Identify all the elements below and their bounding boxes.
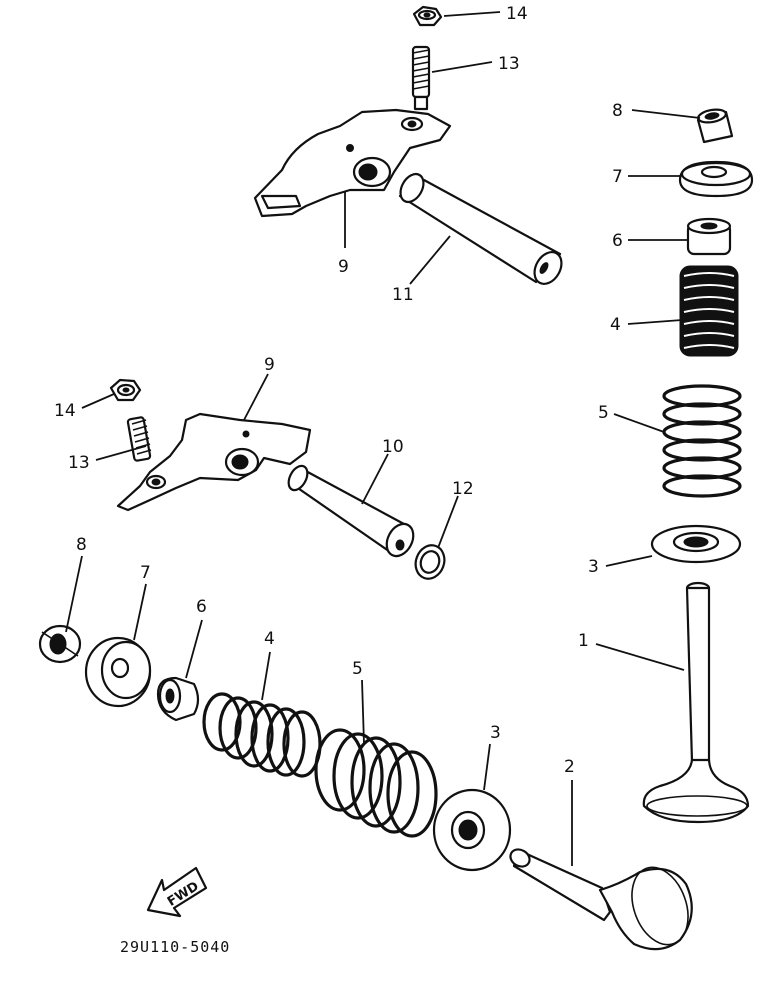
intake-valve-2 [509,848,693,951]
upper-rocker-arm-9 [253,108,452,218]
lower-spring-seat-3 [432,788,512,872]
upper-spring-seat-3 [650,524,742,564]
callout-4-lower: 4 [264,629,275,649]
callout-3-upper: 3 [588,557,599,577]
rocker-shaft-10 [287,464,415,558]
upper-valve-seal-6 [686,217,732,256]
callout-6-upper: 6 [612,231,623,251]
callout-7-lower: 7 [140,563,151,583]
callout-10: 10 [382,437,404,457]
callout-5-upper: 5 [598,403,609,423]
lower-outer-spring-5 [314,728,438,838]
callout-13-upper: 13 [498,54,520,74]
callout-5-lower: 5 [352,659,363,679]
lower-adjusting-screw-13 [126,416,152,462]
callout-11: 11 [392,285,414,305]
upper-locknut-14 [412,5,443,27]
callout-9-upper: 9 [338,257,349,277]
callout-8-lower: 8 [76,535,87,555]
lower-locknut-14 [109,378,142,402]
upper-outer-spring-5 [662,384,742,498]
callout-4-upper: 4 [610,315,621,335]
callout-12: 12 [452,479,474,499]
callout-7-upper: 7 [612,167,623,187]
upper-cotter-8 [696,108,734,144]
upper-retainer-7 [678,160,754,198]
lower-cotter-8 [38,624,82,664]
callout-13-lower: 13 [68,453,90,473]
callout-9-lower: 9 [264,355,275,375]
upper-adjusting-screw-13 [411,45,431,111]
diagram-code: 29U110-5040 [120,938,230,956]
callout-3-lower: 3 [490,723,501,743]
exhaust-valve-1 [642,581,750,824]
fwd-direction-arrow: FWD [146,866,208,918]
leader-lines [65,11,701,866]
lower-rocker-arm-9 [116,412,312,512]
callout-1: 1 [578,631,589,651]
callout-2: 2 [564,757,575,777]
lower-inner-spring-4 [202,692,322,778]
callout-14-upper: 14 [506,4,528,24]
callout-8-upper: 8 [612,101,623,121]
upper-inner-spring-4 [679,265,739,357]
lower-retainer-7 [84,636,152,708]
callout-14-lower: 14 [54,401,76,421]
o-ring-12 [414,544,446,580]
rocker-shaft-11 [398,172,563,285]
lower-valve-seal-6 [156,676,200,722]
callout-6-lower: 6 [196,597,207,617]
